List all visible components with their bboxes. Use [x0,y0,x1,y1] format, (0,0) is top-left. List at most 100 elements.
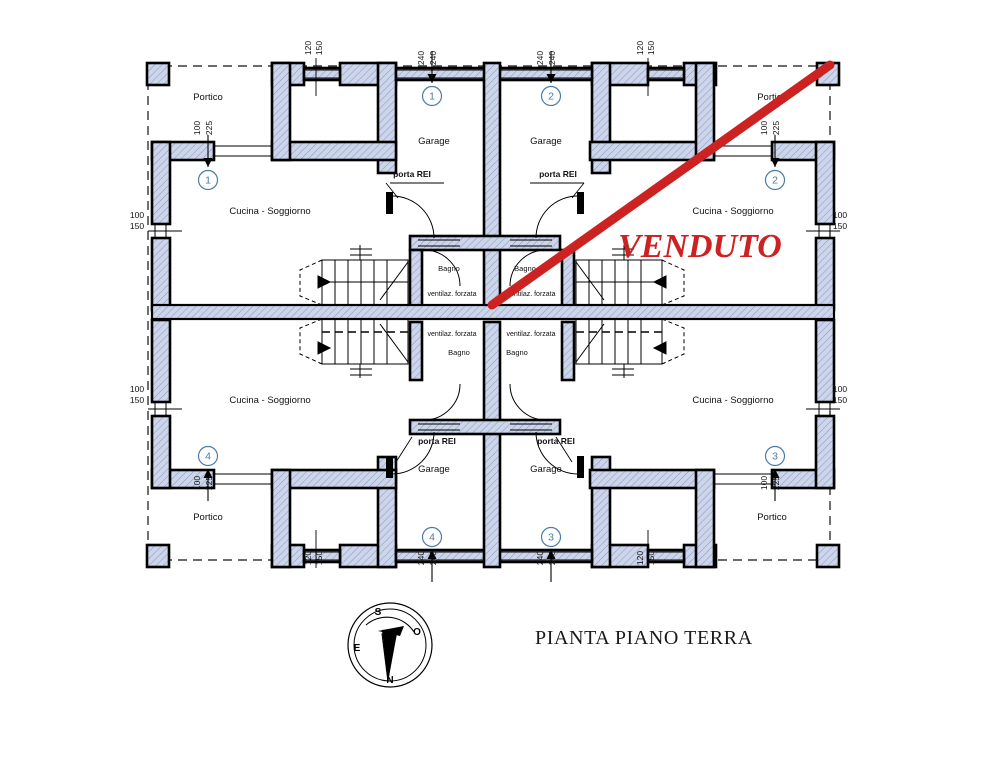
marker-number-op-7: 4 [205,451,211,463]
marker-circle-op-5 [197,169,219,191]
pillar-tl [145,61,171,87]
marker-height-op-2: 240 [547,51,557,65]
dim-d-bot-l-b: 150 [314,551,324,565]
stair-lower-left [299,318,409,378]
dim-d-bot-r-b: 150 [646,551,656,565]
annotation-vent-br: ventilaz. forzata [506,331,555,338]
room-label-garage-tl: Garage [418,136,450,147]
wall-portico-tl-v [270,61,292,162]
marker-width-op-8: 100 [759,476,769,490]
dim-d-top-r-a: 120 [635,41,645,55]
wall-left-tl-b [150,236,172,312]
marker-arrow-head-op-5 [203,158,213,167]
wall-left-bl-a [150,318,172,404]
party-wall-top [482,61,502,310]
door-swings [386,192,584,478]
marker-height-op-6: 225 [771,121,781,135]
annotation-rei-br: porta REI [537,436,575,446]
annotation-vent-bl: ventilaz. forzata [427,331,476,338]
dim-d-right-b-b: 150 [833,395,847,405]
walls [145,61,841,569]
wall-portico-bl-v [270,468,292,569]
pillar-br [815,543,841,569]
room-label-garage-tr: Garage [530,136,562,147]
stair-upper-right [575,245,685,306]
dim-d-left-t-a: 100 [130,210,144,220]
marker-width-op-4: 240 [416,551,426,565]
marker-number-op-8: 3 [772,451,778,463]
openings-glazing [154,69,831,561]
marker-arrow-head-op-4 [427,550,437,559]
marker-width-op-1: 240 [416,51,426,65]
marker-height-op-4: 240 [428,551,438,565]
wall-bagno-br-v [560,320,576,382]
room-label-cucina-br: Cucina - Soggiorno [692,395,773,406]
sold-overlay: VENDUTO [487,60,835,310]
marker-height-op-1: 240 [428,51,438,65]
marker-circle-op-8 [764,445,786,467]
wall-portico-br-v [694,468,716,569]
dim-d-left-b-b: 150 [130,395,144,405]
room-label-garage-bl: Garage [418,464,450,475]
marker-width-op-2: 240 [535,51,545,65]
dim-d-bot-r-a: 120 [635,551,645,565]
marker-arrow-head-op-7 [203,469,213,478]
wall-right-br-a [814,318,836,404]
wall-portico-tr-v [694,61,716,162]
marker-width-op-7: 100 [192,476,202,490]
marker-number-op-6: 2 [772,175,778,187]
marker-number-op-5: 1 [205,175,211,187]
wall-left-bl-b [150,414,172,490]
marker-number-op-2: 2 [548,91,554,103]
dimension-ticks [148,58,840,568]
wall-bagno-bot [408,418,562,436]
marker-arrow-head-op-1 [427,74,437,83]
dim-d-top-r-b: 150 [646,41,656,55]
compass-rose: N S E O [347,602,433,688]
marker-number-op-1: 1 [429,91,435,103]
marker-height-op-8: 225 [771,476,781,490]
marker-arrow-head-op-3 [546,550,556,559]
stair-upper-left [299,245,409,306]
compass-label-west: O [413,627,421,638]
marker-width-op-3: 240 [535,551,545,565]
room-label-portico-bl: Portico [193,512,223,523]
marker-number-op-3: 3 [548,532,554,544]
marker-height-op-5: 225 [204,121,214,135]
room-label-portico-br: Portico [757,512,787,523]
dim-d-top-l-a: 120 [303,41,313,55]
dim-d-right-b-a: 100 [833,384,847,394]
wall-left-tl-a [150,140,172,226]
annotation-vent-tr: ventilaz. forzata [506,291,555,298]
marker-circle-op-6 [764,169,786,191]
wall-bagno-top [408,234,562,252]
room-label-portico-tl: Portico [193,92,223,103]
marker-circle-op-4 [421,526,443,548]
stair-lower-right [575,318,685,378]
lintel-win-tl [302,66,342,82]
wall-right-tr-a [814,140,836,226]
marker-arrow-head-op-2 [546,74,556,83]
marker-height-op-7: 225 [204,476,214,490]
marker-circle-op-1 [421,85,443,107]
leader-lines [385,182,585,463]
dim-d-bot-l-a: 120 [303,551,313,565]
wall-bagno-bl-v [408,320,424,382]
room-label-cucina-bl: Cucina - Soggiorno [229,395,310,406]
annotation-rei-tr: porta REI [539,169,577,179]
room-label-cucina-tr: Cucina - Soggiorno [692,206,773,217]
room-label-cucina-tl: Cucina - Soggiorno [229,206,310,217]
sold-stamp-text: VENDUTO [618,228,782,265]
dim-d-right-t-b: 150 [833,221,847,231]
pillar-bl [145,543,171,569]
sold-strike-line [487,60,835,310]
